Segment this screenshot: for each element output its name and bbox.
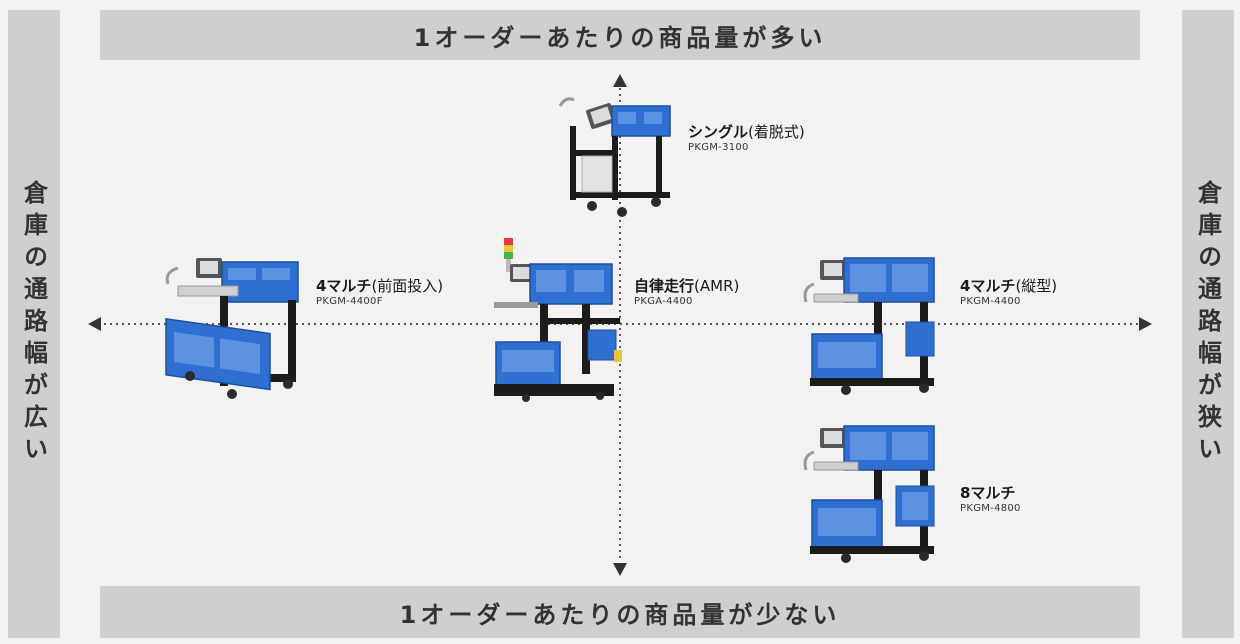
product-sub: (前面投入) <box>371 277 444 295</box>
axis-left-band: 倉庫の通路幅が広い <box>8 10 60 638</box>
axis-top-label: 1オーダーあたりの商品量が多い <box>413 23 827 52</box>
product-label-amr: 自律走行(AMR) PKGA-4400 <box>634 277 739 308</box>
product-model: PKGM-4800 <box>960 502 1021 514</box>
product-label-single: シングル(着脱式) PKGM-3100 <box>688 123 805 154</box>
product-model: PKGM-4400F <box>316 295 383 307</box>
axis-right-label: 倉庫の通路幅が狭い <box>1193 180 1222 468</box>
product-name: シングル <box>688 123 749 141</box>
axis-left-label: 倉庫の通路幅が広い <box>19 180 48 468</box>
product-name: 8マルチ <box>960 484 1016 502</box>
axis-bottom-label: 1オーダーあたりの商品量が少ない <box>399 600 841 629</box>
product-label-4multi-vertical: 4マルチ(縦型) PKGM-4400 <box>960 277 1057 308</box>
arrow-down-icon <box>613 563 627 576</box>
cart-single-image <box>558 97 671 217</box>
cart-8multi-image <box>803 425 935 563</box>
product-name: 4マルチ <box>316 277 372 295</box>
axis-bottom-band: 1オーダーあたりの商品量が少ない <box>100 586 1140 638</box>
product-name: 4マルチ <box>960 277 1016 295</box>
product-model: PKGA-4400 <box>634 295 693 307</box>
arrow-right-icon <box>1139 317 1152 331</box>
product-sub: (AMR) <box>694 277 740 295</box>
product-model: PKGM-3100 <box>688 141 749 153</box>
axis-top-band: 1オーダーあたりの商品量が多い <box>100 10 1140 60</box>
product-sub: (着脱式) <box>748 123 805 141</box>
cart-amr-image <box>494 238 622 402</box>
product-label-4multi-front: 4マルチ(前面投入) PKGM-4400F <box>316 277 443 308</box>
cart-4multi-front-image <box>165 258 299 399</box>
arrow-left-icon <box>88 317 101 331</box>
product-model: PKGM-4400 <box>960 295 1021 307</box>
cart-4multi-vertical-image <box>803 257 935 395</box>
product-label-8multi: 8マルチ PKGM-4800 <box>960 484 1021 515</box>
arrow-up-icon <box>613 74 627 87</box>
axis-right-band: 倉庫の通路幅が狭い <box>1182 10 1234 638</box>
product-name: 自律走行 <box>634 277 695 295</box>
product-sub: (縦型) <box>1015 277 1058 295</box>
